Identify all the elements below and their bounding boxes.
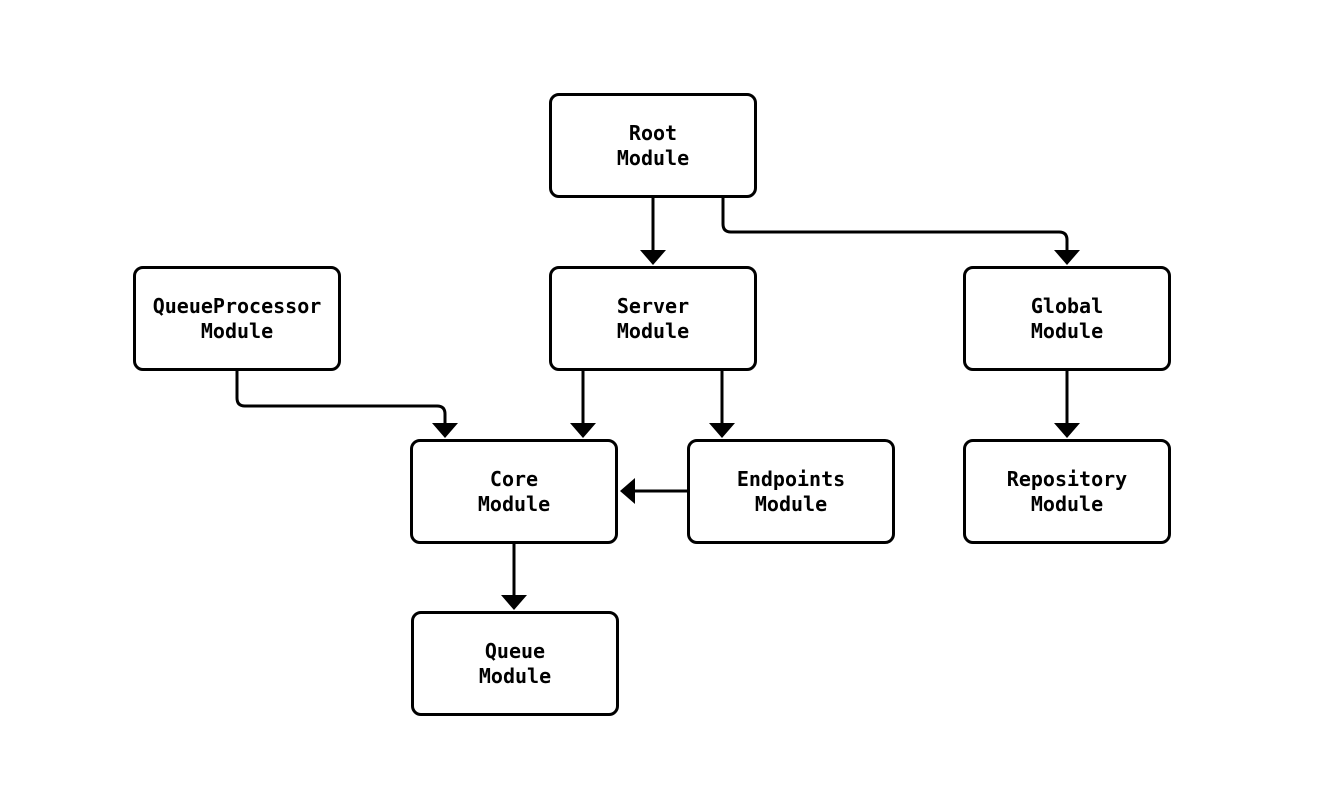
arrowhead-global-to-repository: [1054, 423, 1080, 438]
node-queue-module-label-line2: Module: [478, 663, 552, 688]
node-repository-module-label-line2: Module: [1030, 491, 1104, 516]
node-queueprocessor-module: QueueProcessor Module: [133, 266, 341, 371]
node-repository-module: Repository Module: [963, 439, 1171, 544]
arrowhead-server-to-core: [570, 423, 596, 438]
node-endpoints-module: Endpoints Module: [687, 439, 895, 544]
node-queue-module-label-line1: Queue: [484, 638, 546, 663]
node-endpoints-module-label-line1: Endpoints: [736, 466, 846, 491]
node-root-module-label-line1: Root: [628, 120, 678, 145]
arrowhead-root-to-global: [1054, 250, 1080, 265]
edge-queueprocessor-to-core: [235, 371, 447, 423]
node-server-module-label-line1: Server: [616, 293, 690, 318]
node-global-module: Global Module: [963, 266, 1171, 371]
node-root-module: Root Module: [549, 93, 757, 198]
node-queueprocessor-module-label-line1: QueueProcessor: [152, 293, 322, 318]
edge-root-to-global: [721, 198, 1069, 250]
arrowhead-root-to-server: [640, 250, 666, 265]
arrowhead-endpoints-to-core: [620, 478, 635, 504]
node-server-module: Server Module: [549, 266, 757, 371]
node-queue-module: Queue Module: [411, 611, 619, 716]
node-core-module-label-line2: Module: [477, 491, 551, 516]
arrowhead-queueprocessor-to-core: [432, 423, 458, 438]
arrowhead-server-to-endpoints: [709, 423, 735, 438]
arrowhead-core-to-queue: [501, 595, 527, 610]
node-endpoints-module-label-line2: Module: [754, 491, 828, 516]
node-global-module-label-line1: Global: [1030, 293, 1104, 318]
node-server-module-label-line2: Module: [616, 318, 690, 343]
node-queueprocessor-module-label-line2: Module: [200, 318, 274, 343]
node-core-module: Core Module: [410, 439, 618, 544]
node-core-module-label-line1: Core: [489, 466, 539, 491]
node-root-module-label-line2: Module: [616, 145, 690, 170]
node-repository-module-label-line1: Repository: [1006, 466, 1128, 491]
node-global-module-label-line2: Module: [1030, 318, 1104, 343]
